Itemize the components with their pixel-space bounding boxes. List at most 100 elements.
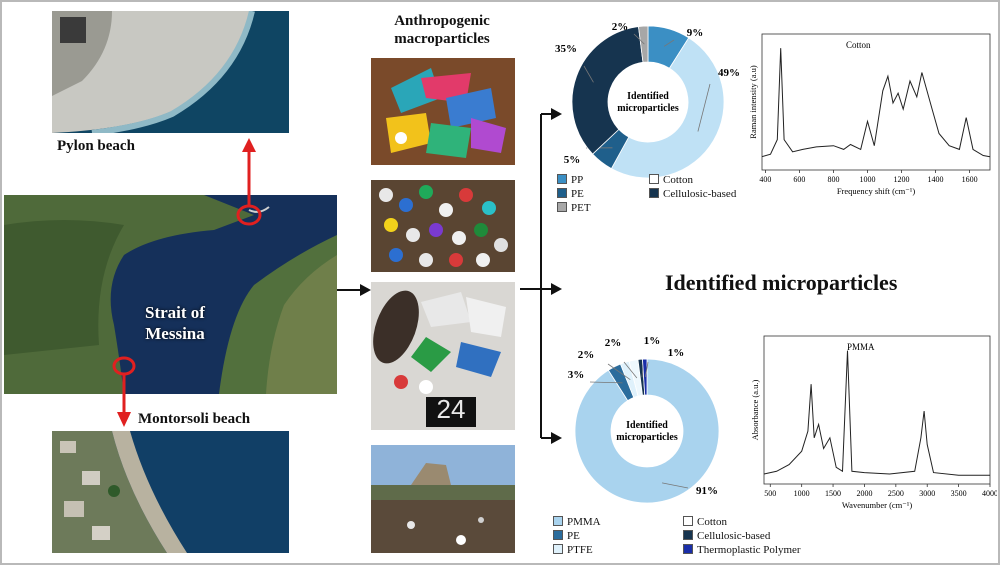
donut-slice-label: 2%: [578, 349, 595, 361]
x-tick-label: 3000: [919, 489, 935, 498]
macroparticles-photo-2: [371, 180, 515, 272]
donut-slice-label: 5%: [564, 154, 581, 166]
donut-leader-line: [663, 39, 675, 47]
location-markers: [112, 138, 262, 427]
identified-microparticles-title: Identified microparticles: [665, 270, 898, 295]
donut-slice-label: 35%: [555, 43, 577, 55]
donut-leader-line: [661, 482, 689, 489]
donut-slice-cotton: [610, 37, 725, 178]
x-axis-label: Wavenumber (cm⁻¹): [842, 500, 912, 510]
donut-slice-label: 1%: [644, 335, 661, 347]
x-tick-label: 1600: [962, 175, 978, 184]
legend-top-item-pet: PET: [557, 202, 591, 215]
donut-leader-line: [607, 363, 631, 380]
macroparticles-photo-1: [371, 58, 515, 165]
donut-center-label: microparticles: [616, 432, 678, 443]
donut-leader-line: [697, 83, 711, 132]
legend-bottom-item-pmma: PMMA: [553, 516, 601, 529]
x-tick-label: 4000: [982, 489, 997, 498]
strait-label-line2: Messina: [145, 324, 205, 343]
donut-slice-pet: [638, 25, 649, 63]
donut-slice-cellulosic-based: [571, 26, 644, 155]
macroparticles-heading: Anthropogenic macroparticles: [372, 12, 512, 48]
donut-leader-line: [589, 381, 623, 384]
montorsoli-location-circle: [112, 356, 136, 376]
pylon-arrow-head: [242, 138, 256, 152]
strait-of-messina-label: Strait of Messina: [120, 302, 230, 344]
x-tick-label: 500: [764, 489, 776, 498]
macroparticles-photo-4: [371, 445, 515, 553]
legend-top-item-pe: PE: [557, 188, 584, 201]
donut-leader-line: [623, 361, 638, 379]
plot-area: [761, 33, 991, 171]
legend-swatch: [557, 174, 567, 184]
legend-swatch: [557, 188, 567, 198]
x-tick-label: 1200: [894, 175, 910, 184]
donut-slice-label: 2%: [612, 21, 629, 33]
legend-swatch: [683, 530, 693, 540]
legend-bottom-item-ptfe: PTFE: [553, 544, 593, 557]
x-tick-label: 1400: [928, 175, 944, 184]
spectrum-title: PMMA: [847, 342, 875, 352]
plot-area: [763, 335, 991, 485]
spectrum-title: Cotton: [846, 40, 871, 50]
legend-top-item-pp: PP: [557, 174, 583, 187]
donut-slice-label: 1%: [668, 347, 685, 359]
x-tick-label: 400: [759, 175, 771, 184]
x-tick-label: 2000: [856, 489, 872, 498]
donut-slice-label: 2%: [605, 337, 622, 349]
legend-swatch: [683, 516, 693, 526]
x-tick-label: 600: [793, 175, 805, 184]
spectrum-line: [761, 48, 991, 158]
y-axis-label: Raman intensity (a.u): [748, 65, 758, 139]
pylon-location-circle: [236, 204, 262, 226]
strait-map-photo: [4, 195, 337, 394]
legend-bottom-item-pe: PE: [553, 530, 580, 543]
donut-slice-thermoplastic-polymer: [642, 358, 648, 396]
legend-swatch: [683, 544, 693, 554]
donut-leader-line: [583, 65, 594, 83]
x-tick-label: 1000: [859, 175, 875, 184]
pylon-beach-photo: [52, 11, 289, 133]
spectrum-line: [763, 350, 990, 476]
donut-slice-pmma: [574, 358, 720, 504]
donut-leader-line: [633, 33, 645, 45]
legend-swatch: [557, 202, 567, 212]
donut-slice-label: 9%: [687, 27, 704, 39]
legend-top-item-cellulosic: Cellulosic-based: [649, 188, 736, 201]
arrow-to-macroparticles: [337, 284, 371, 296]
donut-center-label: microparticles: [617, 103, 679, 114]
y-axis-label: Absorbance (a.u.): [750, 380, 760, 441]
donut-slice-label: 91%: [696, 485, 718, 497]
x-tick-label: 1500: [825, 489, 841, 498]
donut-slice-label: 3%: [568, 369, 585, 381]
legend-swatch: [553, 544, 563, 554]
legend-bottom-item-cellulosic: Cellulosic-based: [683, 530, 770, 543]
legend-top: PP Cotton PE Cellulosic-based PET: [557, 174, 757, 218]
legend-swatch: [553, 516, 563, 526]
sample-sign-number: 24: [436, 394, 466, 424]
montorsoli-arrow-head: [117, 412, 131, 427]
legend-swatch: [649, 174, 659, 184]
legend-swatch: [553, 530, 563, 540]
raman-spectrum-cotton: 400 600 800 1000 1200 1400 1600 CottonFrequency…: [748, 33, 991, 196]
macro-heading-line1: Anthropogenic: [394, 13, 490, 29]
montorsoli-beach-photo: [52, 431, 289, 553]
legend-swatch: [649, 188, 659, 198]
x-tick-label: 800: [827, 175, 839, 184]
legend-bottom-item-cotton: Cotton: [683, 516, 727, 529]
legend-bottom-item-thermoplastic: Thermoplastic Polymer: [683, 544, 801, 557]
macro-heading-line2: macroparticles: [394, 31, 490, 47]
legend-top-item-cotton: Cotton: [649, 174, 693, 187]
macroparticles-photo-3: 24: [371, 282, 515, 430]
x-axis-label: Frequency shift (cm⁻¹): [837, 186, 915, 196]
donut-center-label: Identified: [626, 420, 668, 431]
arrow-bracket: [520, 108, 562, 444]
strait-label-line1: Strait of: [145, 303, 205, 322]
montorsoli-beach-label: Montorsoli beach: [138, 411, 251, 427]
legend-bottom: PMMA Cotton PE Cellulosic-based PTFE The…: [553, 516, 823, 560]
x-tick-label: 1000: [794, 489, 810, 498]
